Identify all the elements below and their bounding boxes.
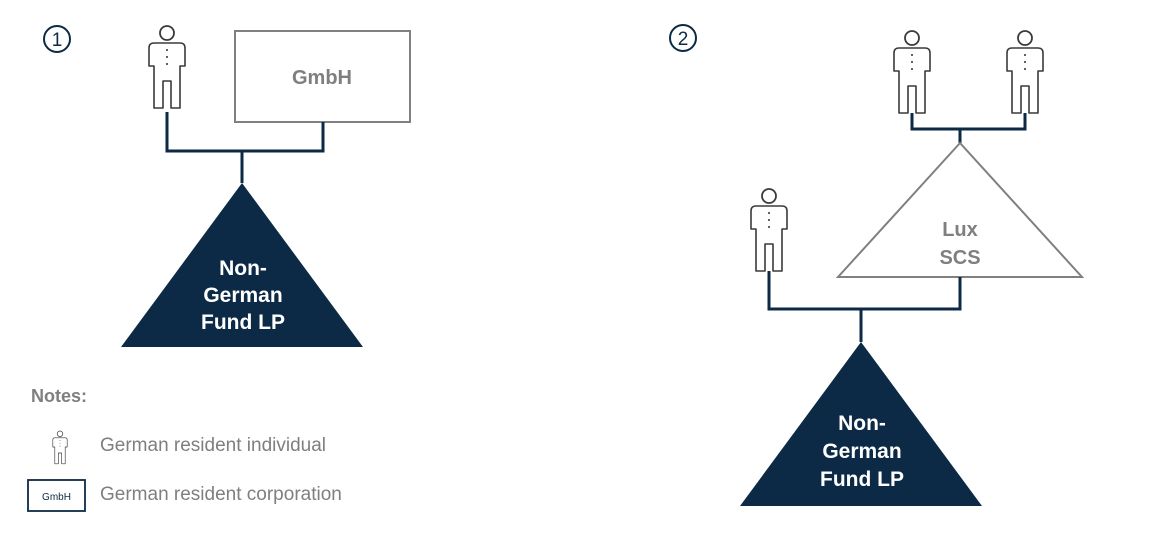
legend-gmbh-icon [27,479,86,512]
lux-scs-label-line-1: Lux [942,219,978,241]
fund-triangle [740,342,982,506]
legend-person-icon [52,430,68,465]
lux-scs-label-line-2: SCS [939,247,980,269]
legend-corporation-label: German resident corporation [100,484,342,505]
lux-owner-connector [910,113,1027,131]
legend-individual-label: German resident individual [100,435,327,456]
person-icon [893,30,931,114]
scenario-1-marker: 1 [52,30,63,51]
legend-icons: GmbH [27,430,86,512]
gmbh-box-label: GmbH [292,67,352,89]
fund-label-line-3: Fund LP [820,468,904,491]
fund-label-line-2: German [203,284,282,307]
scenario-1-marker-circle [43,25,71,53]
fund-label-line-3: Fund LP [201,311,285,334]
scenario-1: 1 GmbH Non- German Fund LP [43,25,411,347]
fund-label-line-1: Non- [219,257,267,280]
scenario-2-marker-circle [669,24,697,52]
ownership-connector [165,112,325,153]
fund-triangle [121,183,363,347]
fund-label-line-1: Non- [838,412,886,435]
scenario-2: 2 Lux SCS Non- German Fund LP [669,24,1085,506]
legend-gmbh-icon-text: GmbH [42,492,71,503]
legend-title: Notes: [31,386,88,406]
person-icon [148,25,186,109]
scenario-2-marker: 2 [678,29,689,50]
person-icon [750,188,788,272]
person-icon [1006,30,1044,114]
fund-owner-connector [767,271,962,311]
fund-label-line-2: German [822,440,901,463]
